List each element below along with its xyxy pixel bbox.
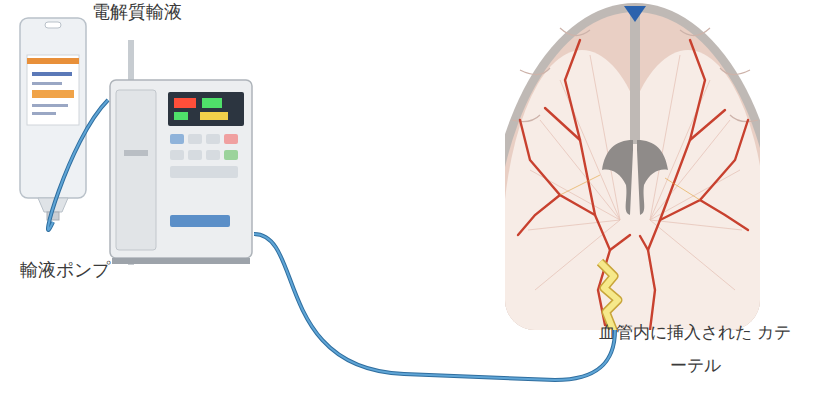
iv-tube [254, 234, 615, 380]
iv-tube [48, 100, 108, 230]
infusion-pump-node: 輸液ポンプ [108, 78, 254, 266]
node-label: 電解質輸液 [92, 1, 202, 23]
infusion-pump [110, 40, 252, 265]
node-label: 輸液ポンプ [20, 259, 130, 281]
iv-bag [20, 18, 86, 220]
brain-section [505, 0, 760, 330]
node-label: 血管内に挿入された カテーテル [595, 316, 795, 382]
brain-section-node: 血管内に挿入された カテーテル [505, 0, 760, 330]
iv-bag-node: 電解質輸液 [18, 16, 88, 222]
